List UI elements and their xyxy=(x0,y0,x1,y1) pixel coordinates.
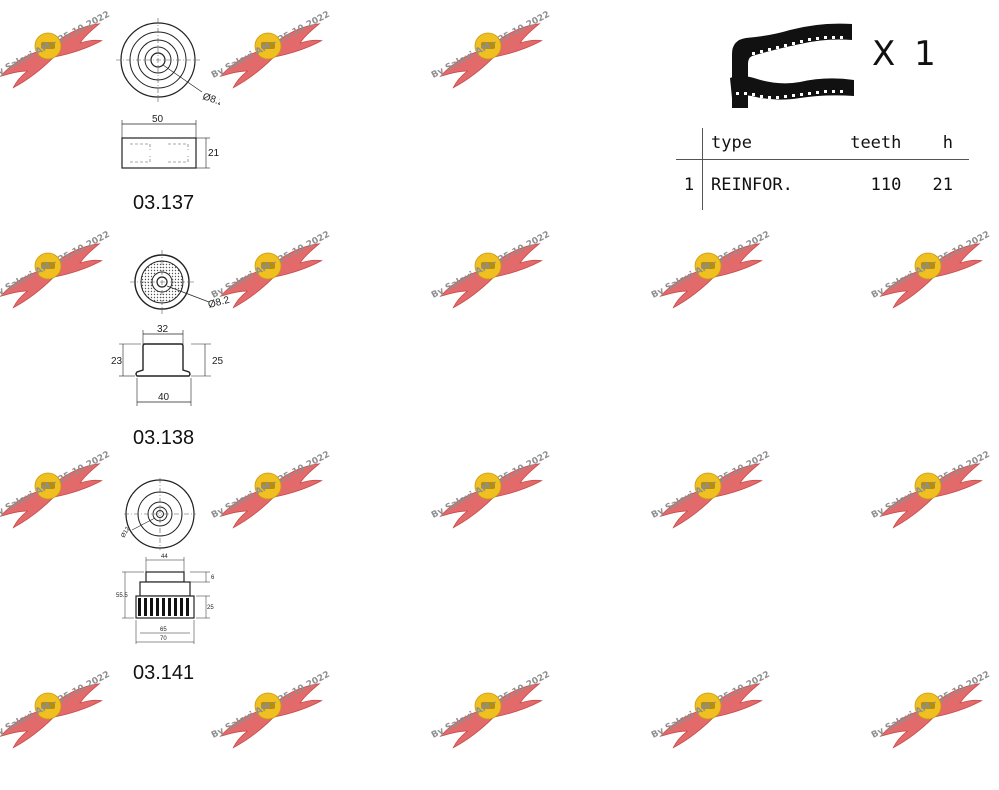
dim-inner-width: 65 xyxy=(160,627,167,633)
dim-bore: Ø8.2 xyxy=(201,91,220,108)
winged-logo-icon xyxy=(0,23,103,89)
winged-logo-icon xyxy=(219,23,323,89)
dim-bore: Ø8.2 xyxy=(207,295,231,311)
watermark-logo: By Salevi AM - 25.10.2022 xyxy=(430,230,570,350)
winged-logo-icon xyxy=(219,463,323,529)
dim-top-width: 32 xyxy=(157,324,169,335)
part-03-138-drawing: Ø8.2 32 23 25 40 xyxy=(105,248,235,408)
watermark-logo: By Salevi AM - 25.10.2022 xyxy=(870,670,999,790)
watermark-logo: By Salevi AM - 25.10.2022 xyxy=(0,10,130,130)
watermark-logo: By Salevi AM - 25.10.2022 xyxy=(650,670,790,790)
part-03-141-drawing: Ø12 44 6 55.5 25 65 70 xyxy=(110,478,220,648)
winged-logo-icon xyxy=(659,243,763,309)
winged-logo-icon xyxy=(879,463,983,529)
watermark-logo: By Salevi AM - 25.10.2022 xyxy=(210,670,350,790)
watermark-logo: By Salevi AM - 25.10.2022 xyxy=(0,450,130,570)
dim-total-height: 55.5 xyxy=(116,593,128,599)
part-code-03-138: 03.138 xyxy=(133,427,195,449)
watermark-logo: By Salevi AM - 25.10.2022 xyxy=(650,230,790,350)
dim-right-height: 25 xyxy=(212,356,224,367)
dim-height: 21 xyxy=(208,148,220,159)
watermark-logo: By Salevi AM - 25.10.2022 xyxy=(870,230,999,350)
watermark-logo: By Salevi AM - 25.10.2022 xyxy=(430,450,570,570)
watermark-logo: By Salevi AM - 25.10.2022 xyxy=(0,230,130,350)
cell-index: 1 xyxy=(676,159,703,210)
cell-teeth: 110 xyxy=(870,174,902,195)
timing-belt-illustration xyxy=(730,18,856,114)
dim-width: 50 xyxy=(152,114,164,125)
watermark-logo: By Salevi AM - 25.10.2022 xyxy=(650,450,790,570)
belt-quantity: X 1 xyxy=(872,34,940,74)
dim-left-height: 23 xyxy=(111,356,123,367)
dim-step: 6 xyxy=(211,575,215,581)
header-teeth: teeth xyxy=(825,128,920,160)
watermark-logo: By Salevi AM - 25.10.2022 xyxy=(430,670,570,790)
watermark-logo: By Salevi AM - 25.10.2022 xyxy=(430,10,570,130)
winged-logo-icon xyxy=(439,243,543,309)
watermark-logo: By Salevi AM - 25.10.2022 xyxy=(210,10,350,130)
header-h: h xyxy=(919,128,969,160)
winged-logo-icon xyxy=(219,243,323,309)
winged-logo-icon xyxy=(439,463,543,529)
table-header-row: type teeth h xyxy=(676,128,969,160)
watermark-logo: By Salevi AM - 25.10.2022 xyxy=(210,230,350,350)
watermark-logo: By Salevi AM - 25.10.2022 xyxy=(210,450,350,570)
dim-bottom-width: 40 xyxy=(158,392,170,403)
winged-logo-icon xyxy=(439,23,543,89)
winged-logo-icon xyxy=(0,243,103,309)
header-type: type xyxy=(702,128,826,160)
watermark-logo: By Salevi AM - 25.10.2022 xyxy=(870,450,999,570)
dim-top-width: 44 xyxy=(161,554,168,560)
dim-outer-width: 70 xyxy=(160,636,167,642)
part-code-03-141: 03.141 xyxy=(133,662,195,684)
dim-tooth-height: 25 xyxy=(207,605,214,611)
cell-h: 21 xyxy=(932,174,953,195)
winged-logo-icon xyxy=(0,463,103,529)
dim-bore: Ø12 xyxy=(121,526,132,539)
part-03-137-drawing: Ø8.2 50 21 xyxy=(110,12,226,172)
cell-type: REINFOR. xyxy=(711,174,793,195)
winged-logo-icon xyxy=(879,243,983,309)
header-index xyxy=(676,128,703,160)
table-row: 1 REINFOR. 110 21 xyxy=(676,159,969,210)
part-code-03-137: 03.137 xyxy=(133,192,195,214)
winged-logo-icon xyxy=(659,463,763,529)
watermark-logo: By Salevi AM - 25.10.2022 xyxy=(0,670,130,790)
belt-spec-table: type teeth h 1 REINFOR. 110 21 xyxy=(676,128,969,210)
